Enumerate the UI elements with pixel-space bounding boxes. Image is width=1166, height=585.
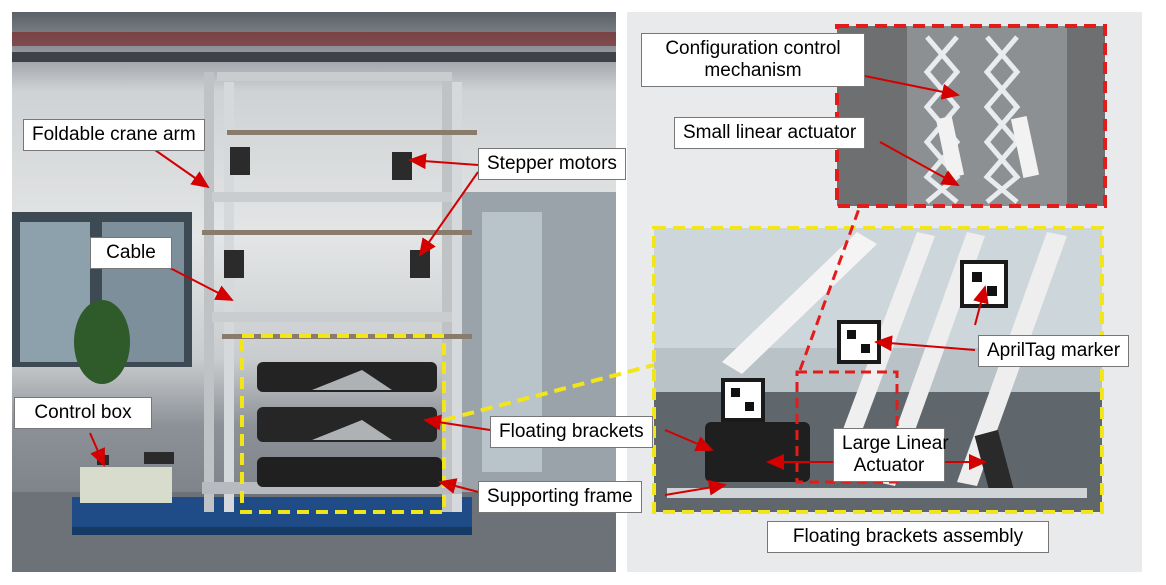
label-configuration-control-mechanism: Configuration control mechanism [641,33,865,87]
label-large-linear-line2: Actuator [853,455,925,476]
arrow-floating-brackets-right [664,429,714,452]
label-floating-brackets-assembly: Floating brackets assembly [767,521,1049,553]
label-large-linear-actuator: Large Linear Actuator [833,428,949,482]
arrow-stepper-motor-1 [408,153,479,170]
arrow-configuration-control [859,74,960,100]
arrow-control-box [89,432,105,467]
label-control-box: Control box [14,397,152,429]
arrow-apriltag-2 [874,335,976,352]
label-configuration-control-line2: mechanism [704,60,802,81]
label-floating-brackets: Floating brackets [490,416,653,448]
detail-views-illustration [652,24,1107,514]
label-cable: Cable [90,237,172,269]
label-small-linear-actuator: Small linear actuator [674,117,866,149]
label-foldable-crane-arm: Foldable crane arm [23,119,205,151]
label-supporting-frame: Supporting frame [478,481,642,513]
yellow-connector-line [443,363,655,422]
arrow-stepper-motor-2 [418,171,479,257]
right-photo-detail-views [627,12,1142,572]
arrow-apriltag-1 [973,285,989,326]
red-connector-line [798,205,862,371]
arrow-cable [169,267,234,301]
arrow-foldable-crane-arm [154,149,210,189]
arrow-floating-brackets-left [423,414,491,431]
label-apriltag-marker: AprilTag marker [978,335,1130,367]
arrow-supporting-frame-right [664,479,727,496]
arrow-small-actuator [879,141,960,186]
label-configuration-control-line1: Configuration control [665,38,841,59]
label-stepper-motors: Stepper motors [478,148,626,180]
label-large-linear-line1: Large Linear [842,433,949,454]
